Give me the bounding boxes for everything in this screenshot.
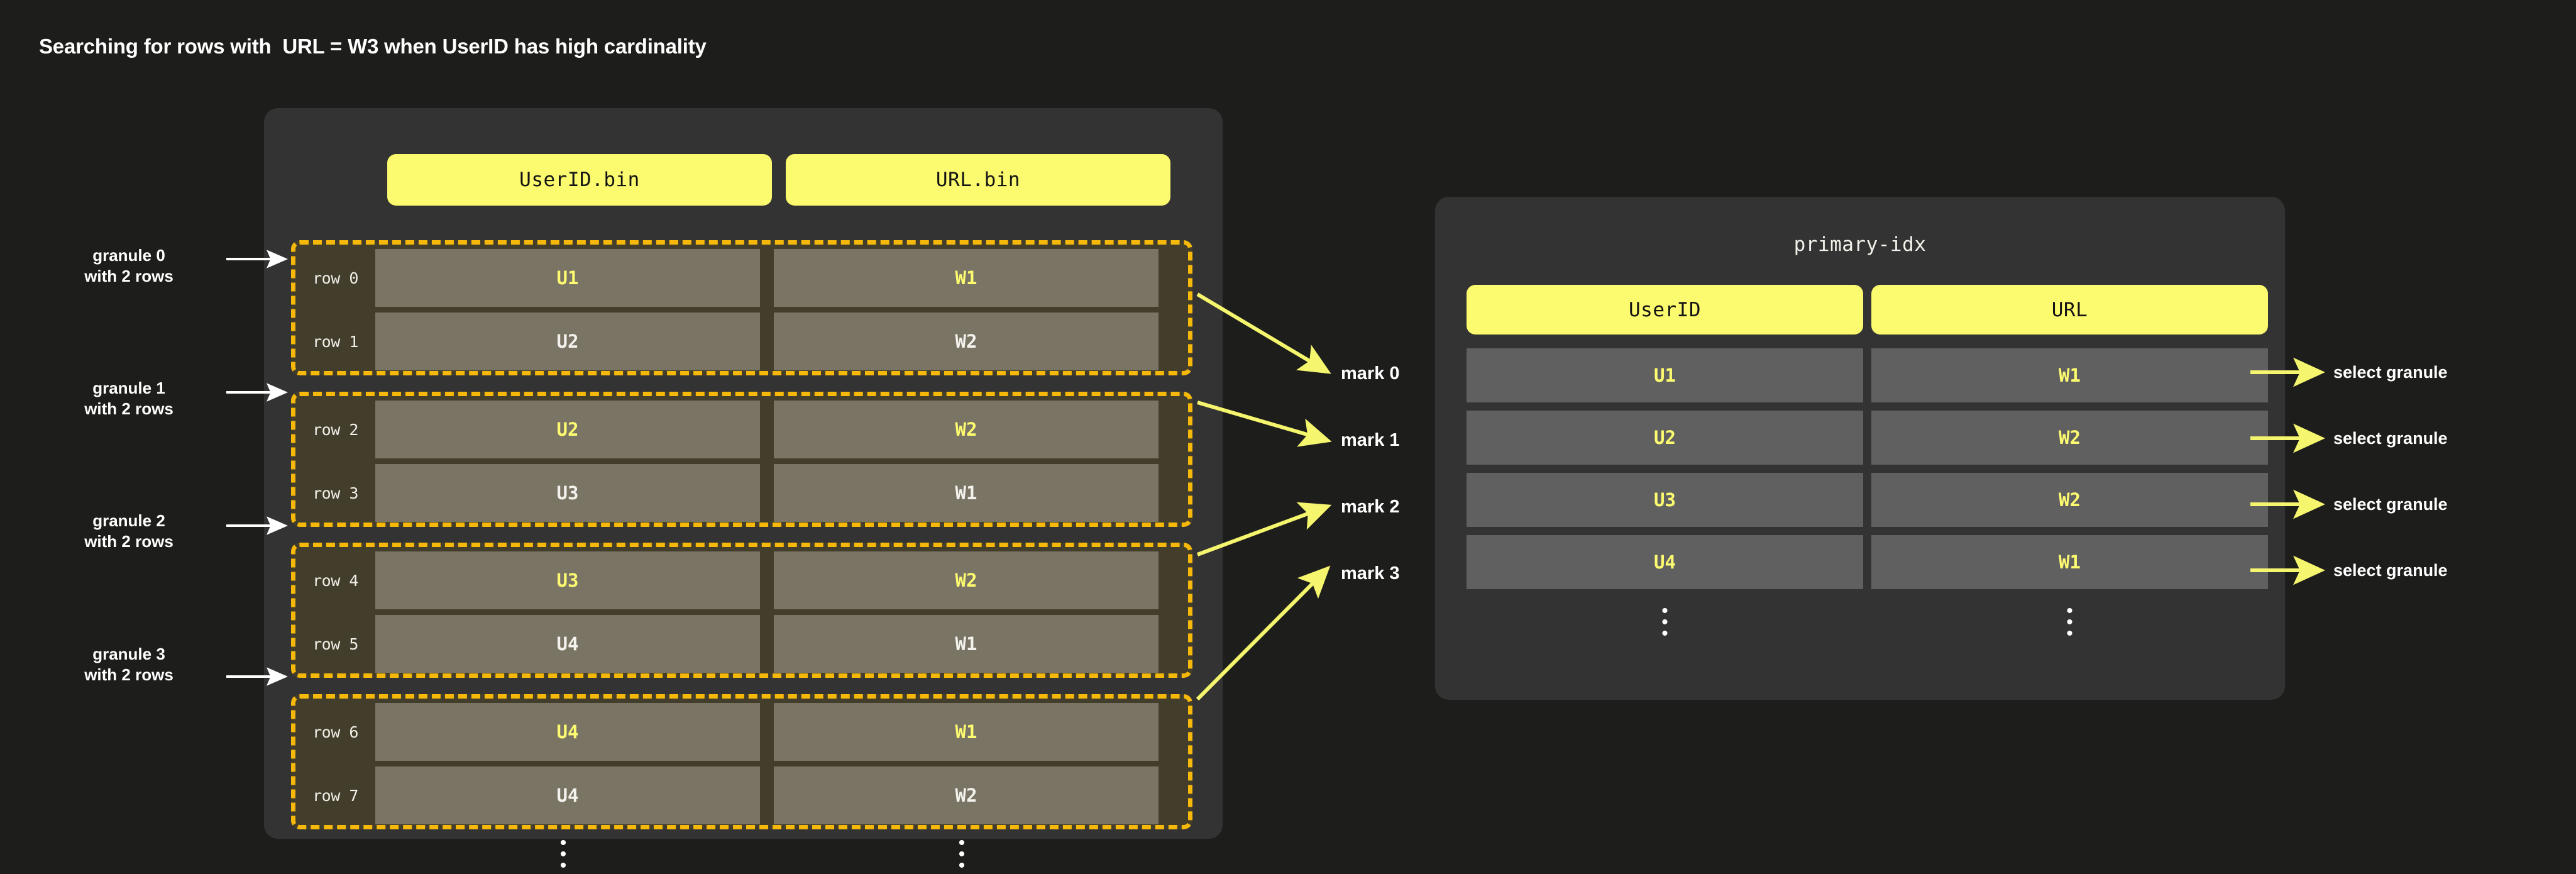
vertical-ellipsis-icon: •••: [958, 833, 966, 874]
cell-url: W2: [774, 313, 1159, 370]
row-label: row 3: [312, 484, 358, 502]
table-row: row 0 U1 W1: [295, 249, 1188, 307]
granule-caption-0: granule 0 with 2 rows: [84, 246, 173, 285]
granule-caption-3: granule 3 with 2 rows: [84, 644, 173, 684]
cell-userid: U2: [375, 401, 760, 458]
page-title: Searching for rows with URL = W3 when Us…: [39, 35, 707, 58]
column-header-url-bin: URL.bin: [786, 154, 1170, 206]
select-granule-label-3: select granule: [2333, 561, 2448, 580]
mark-label-0: mark 0: [1341, 363, 1400, 384]
row-label: row 1: [312, 332, 358, 351]
index-cell-userid: U1: [1467, 348, 1863, 402]
index-cell-userid: U3: [1467, 473, 1863, 527]
row-label: row 2: [312, 420, 358, 439]
index-row[interactable]: U2 W2: [1467, 411, 2268, 465]
cell-url: W2: [774, 766, 1159, 824]
table-row: row 7 U4 W2: [295, 766, 1188, 824]
select-granule-label-1: select granule: [2333, 429, 2448, 448]
cell-url: W2: [774, 401, 1159, 458]
mark-label-3: mark 3: [1341, 563, 1400, 584]
cell-userid: U3: [375, 551, 760, 609]
index-cell-userid: U4: [1467, 535, 1863, 589]
granule-box-3[interactable]: row 6 U4 W1 row 7 U4 W2: [291, 694, 1192, 829]
cell-url: W1: [774, 464, 1159, 522]
row-label: row 4: [312, 571, 358, 590]
index-header-row: UserID URL: [1467, 285, 2268, 335]
index-rows: U1 W1 U2 W2 U3 W2 U4 W1: [1467, 348, 2268, 589]
cell-userid: U4: [375, 766, 760, 824]
cell-userid: U1: [375, 249, 760, 307]
index-cell-url: W1: [1871, 348, 2268, 402]
cell-userid: U4: [375, 615, 760, 673]
index-cell-url: W2: [1871, 473, 2268, 527]
table-row: row 4 U3 W2: [295, 551, 1188, 609]
vertical-ellipsis-icon: •••: [559, 833, 567, 874]
bin-header-row: UserID.bin URL.bin: [387, 154, 1170, 206]
granule-box-0[interactable]: row 0 U1 W1 row 1 U2 W2: [291, 240, 1192, 375]
index-continuation-row: ••• •••: [1467, 600, 2268, 644]
data-columns-panel: UserID.bin URL.bin row 0 U1 W1 row 1 U2 …: [264, 108, 1223, 874]
index-cell-userid: U2: [1467, 411, 1863, 465]
cell-url: W1: [774, 615, 1159, 673]
vertical-ellipsis-icon: •••: [1661, 600, 1668, 644]
primary-index-title: primary-idx: [1793, 233, 1927, 256]
index-cell-url: W1: [1871, 535, 2268, 589]
mark-label-2: mark 2: [1341, 497, 1400, 517]
table-row: row 1 U2 W2: [295, 313, 1188, 370]
granule-box-1[interactable]: row 2 U2 W2 row 3 U3 W1: [291, 392, 1192, 527]
select-granule-label-0: select granule: [2333, 363, 2448, 382]
row-label: row 5: [312, 634, 358, 653]
index-row[interactable]: U1 W1: [1467, 348, 2268, 402]
cell-url: W1: [774, 703, 1159, 761]
cell-url: W2: [774, 551, 1159, 609]
granule-caption-2: granule 2 with 2 rows: [84, 511, 173, 551]
mark-label-1: mark 1: [1341, 430, 1400, 450]
primary-index-panel: primary-idx UserID URL U1 W1 U2 W2 U3 W2…: [1435, 197, 2285, 700]
cell-userid: U4: [375, 703, 760, 761]
index-cell-url: W2: [1871, 411, 2268, 465]
vertical-ellipsis-icon: •••: [2066, 600, 2073, 644]
granule-caption-1: granule 1 with 2 rows: [84, 379, 173, 418]
select-granule-label-2: select granule: [2333, 495, 2448, 514]
row-label: row 7: [312, 786, 358, 805]
table-row: row 6 U4 W1: [295, 703, 1188, 761]
column-header-userid-bin: UserID.bin: [387, 154, 772, 206]
column-continuation-row: ••• •••: [371, 833, 1154, 874]
cell-url: W1: [774, 249, 1159, 307]
table-row: row 5 U4 W1: [295, 615, 1188, 673]
granule-box-2[interactable]: row 4 U3 W2 row 5 U4 W1: [291, 543, 1192, 678]
cell-userid: U2: [375, 313, 760, 370]
index-row[interactable]: U3 W2: [1467, 473, 2268, 527]
table-row: row 3 U3 W1: [295, 464, 1188, 522]
index-header-userid: UserID: [1467, 285, 1863, 335]
row-label: row 0: [312, 268, 358, 287]
index-row[interactable]: U4 W1: [1467, 535, 2268, 589]
index-header-url: URL: [1871, 285, 2268, 335]
cell-userid: U3: [375, 464, 760, 522]
row-label: row 6: [312, 722, 358, 741]
table-row: row 2 U2 W2: [295, 401, 1188, 458]
